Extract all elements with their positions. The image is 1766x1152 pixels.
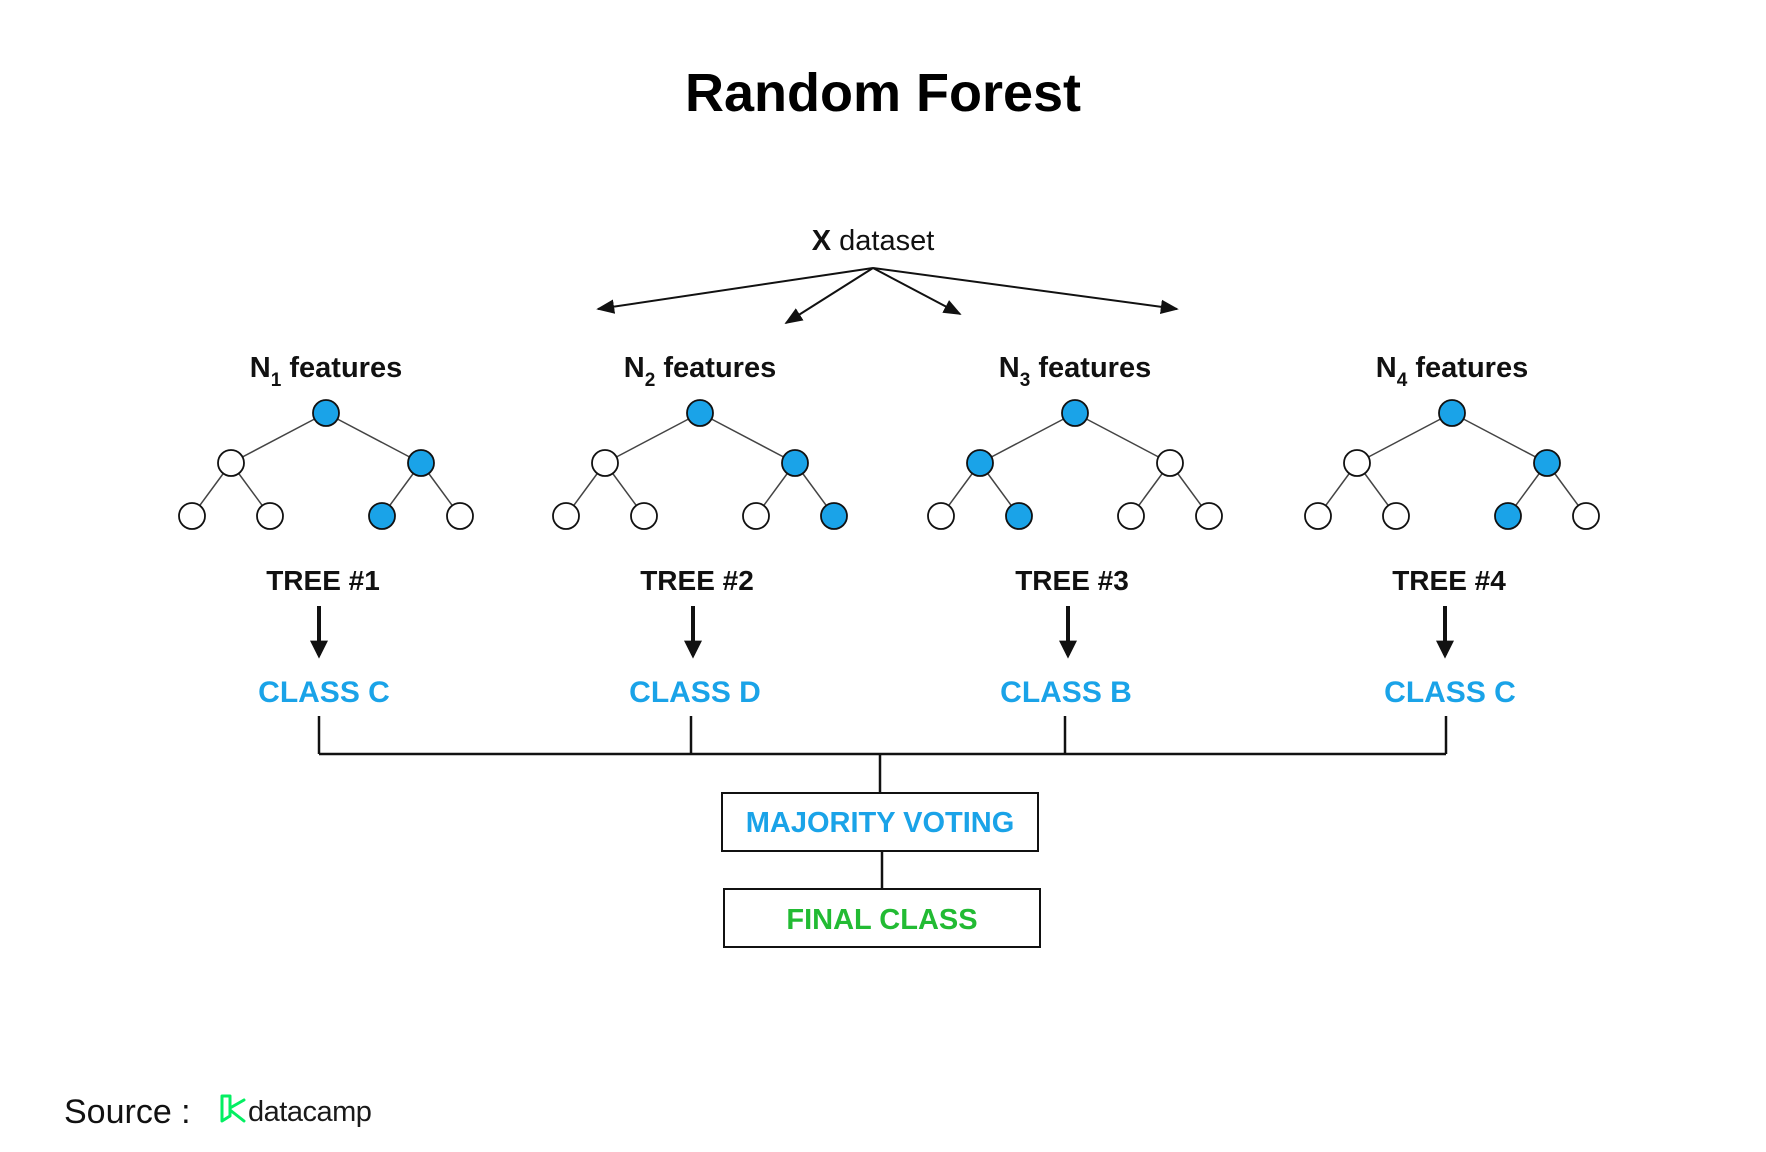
tree-node <box>591 449 619 477</box>
tree-edge <box>979 412 1076 464</box>
tree-class-label: CLASS C <box>1384 676 1516 709</box>
tree-node-selected <box>1438 399 1466 427</box>
tree-node <box>446 502 474 530</box>
tree-edge <box>699 412 796 464</box>
tree-node <box>217 449 245 477</box>
diagram-title: Random Forest <box>684 63 1082 123</box>
tree-node-selected <box>1061 399 1089 427</box>
features-subscript: 3 <box>1020 370 1031 391</box>
split-arrow-3 <box>872 267 962 315</box>
tree-features-label: N3 features <box>999 352 1151 391</box>
features-n: N <box>999 352 1020 384</box>
voting-connectors <box>317 716 1448 889</box>
tree-name: TREE #3 <box>1015 565 1129 596</box>
final-class-box <box>723 888 1041 948</box>
tree-name: TREE #1 <box>266 565 380 596</box>
features-n: N <box>1376 352 1397 384</box>
tree-node <box>256 502 284 530</box>
tree-node <box>1156 449 1184 477</box>
dataset-text: dataset <box>831 225 934 257</box>
features-n: N <box>624 352 645 384</box>
tree-node-selected <box>368 502 396 530</box>
tree-node-selected <box>781 449 809 477</box>
tree-name: TREE #2 <box>640 565 754 596</box>
features-subscript: 2 <box>645 370 656 391</box>
tree-node-selected <box>1494 502 1522 530</box>
tree-name: TREE #4 <box>1392 565 1506 596</box>
tree-node-selected <box>966 449 994 477</box>
tree-node-selected <box>686 399 714 427</box>
features-text: features <box>655 352 776 384</box>
majority-voting-label: MAJORITY VOTING <box>746 807 1015 839</box>
split-arrow-2 <box>784 267 874 324</box>
tree-node <box>1195 502 1223 530</box>
tree-node-selected <box>1005 502 1033 530</box>
tree-node <box>178 502 206 530</box>
split-arrow-1 <box>596 267 874 314</box>
features-subscript: 1 <box>271 370 282 391</box>
datacamp-logo-icon <box>220 1094 246 1123</box>
tree-edge <box>1074 412 1171 464</box>
features-text: features <box>1030 352 1151 384</box>
tree-edge <box>604 412 701 464</box>
tree-node-selected <box>312 399 340 427</box>
tree-edge <box>1356 412 1453 464</box>
tree-features-label: N1 features <box>250 352 402 391</box>
dataset-label: X dataset <box>812 225 935 257</box>
tree-edge <box>1451 412 1548 464</box>
dataset-split-arrows <box>596 267 1179 324</box>
tree-node <box>630 502 658 530</box>
tree-node <box>552 502 580 530</box>
features-text: features <box>281 352 402 384</box>
tree-node-selected <box>407 449 435 477</box>
tree-node <box>1304 502 1332 530</box>
tree-node-selected <box>1533 449 1561 477</box>
features-subscript: 4 <box>1397 370 1408 391</box>
tree-node <box>742 502 770 530</box>
tree-node <box>1117 502 1145 530</box>
final-class-label: FINAL CLASS <box>786 904 977 936</box>
tree-class-label: CLASS B <box>1000 676 1132 709</box>
tree-node <box>927 502 955 530</box>
tree-edge <box>325 412 422 464</box>
tree-node-selected <box>820 502 848 530</box>
tree-node <box>1572 502 1600 530</box>
split-arrow-4 <box>872 267 1179 314</box>
tree-class-label: CLASS D <box>629 676 761 709</box>
tree-features-label: N4 features <box>1376 352 1528 391</box>
dataset-x: X <box>812 225 832 257</box>
tree-node <box>1343 449 1371 477</box>
tree-edge <box>230 412 327 464</box>
features-text: features <box>1407 352 1528 384</box>
majority-voting-box <box>721 792 1039 852</box>
datacamp-logo-text: datacamp <box>248 1096 372 1128</box>
features-n: N <box>250 352 271 384</box>
tree-class-label: CLASS C <box>258 676 390 709</box>
tree-features-label: N2 features <box>624 352 776 391</box>
source-label: Source : <box>64 1093 191 1131</box>
tree-node <box>1382 502 1410 530</box>
